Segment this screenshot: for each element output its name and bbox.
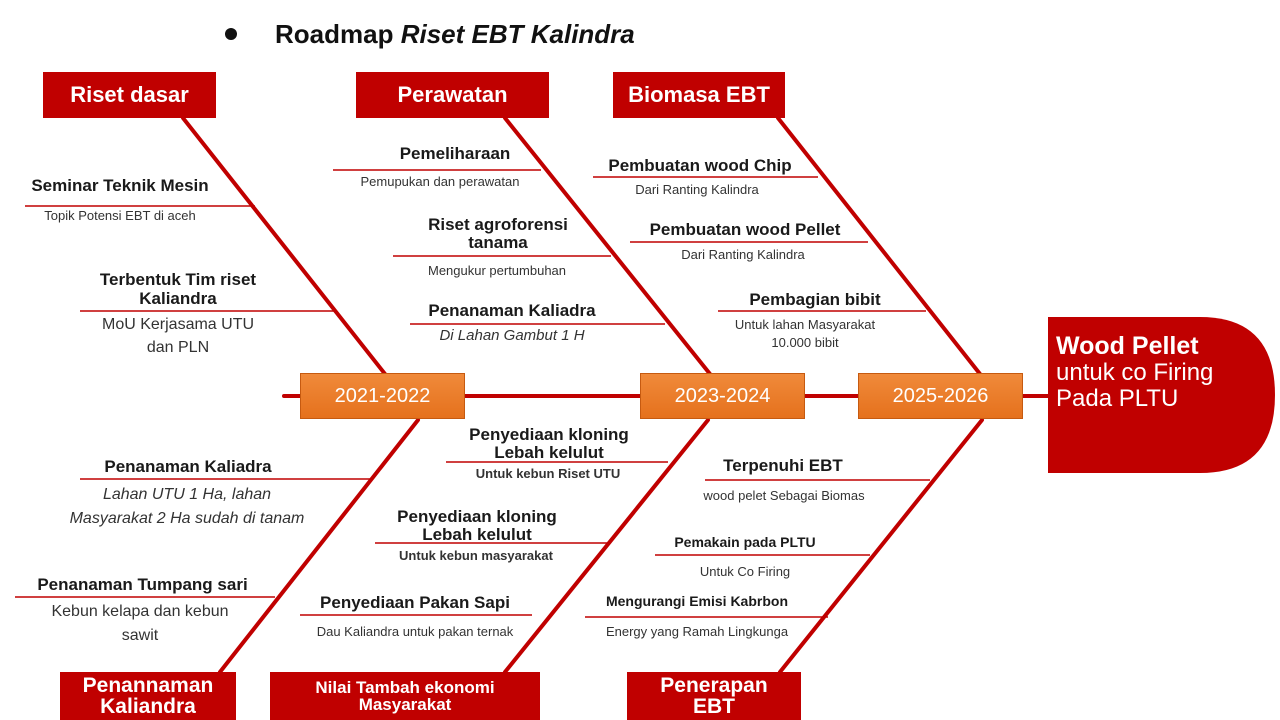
- cause-wood-pellet-sub: Dari Ranting Kalindra: [681, 247, 805, 262]
- cause-bibit-sub-2: 10.000 bibit: [771, 335, 839, 350]
- year-box-3: 2025-2026: [858, 373, 1023, 419]
- cause-agroforensi-heading-1: Riset agroforensi: [428, 215, 568, 234]
- bone-nilai: [503, 418, 710, 674]
- cause-terpenuhi-heading: Terpenuhi EBT: [723, 456, 843, 475]
- category-biomasa: Biomasa EBT: [613, 72, 785, 118]
- cause-agroforensi-heading-2: tanama: [468, 233, 528, 252]
- category-penanaman: Penannaman Kaliandra: [60, 672, 236, 720]
- category-perawatan-label: Perawatan: [397, 82, 508, 107]
- head-line-1: Wood Pellet: [1056, 332, 1199, 360]
- category-nilai-line2: Masyarakat: [358, 695, 452, 714]
- fish-head-shape: [1048, 317, 1275, 473]
- cause-wood-pellet-heading: Pembuatan wood Pellet: [649, 220, 841, 239]
- title-row: Roadmap Riset EBT Kalindra: [225, 16, 635, 52]
- bone-biomasa: [776, 116, 982, 376]
- bullet-icon: [225, 28, 237, 40]
- title-emphasis: Riset EBT Kalindra: [400, 18, 635, 49]
- year-box-2: 2023-2024: [640, 373, 805, 419]
- category-penerapan: Penerapan EBT: [627, 672, 801, 720]
- cause-kloning-riset-heading-1: Penyediaan kloning: [469, 425, 629, 444]
- cause-seminar-sub: Topik Potensi EBT di aceh: [44, 208, 196, 223]
- category-nilai-line1: Nilai Tambah ekonomi: [315, 678, 495, 697]
- bone-penanaman: [218, 418, 420, 674]
- cause-terpenuhi-sub: wood pelet Sebagai Biomas: [703, 488, 865, 503]
- cause-penanaman-utu-heading: Penanaman Kaliadra: [104, 457, 272, 476]
- fish-head-text: Wood Pellet untuk co Firing Pada PLTU: [1056, 333, 1271, 412]
- cause-penanaman-utu-sub-1: Lahan UTU 1 Ha, lahan: [102, 486, 272, 503]
- cause-pemeliharaan-heading: Pemeliharaan: [399, 144, 511, 163]
- cause-pakan-heading: Penyediaan Pakan Sapi: [320, 593, 510, 612]
- cause-tim-heading-2: Kaliandra: [139, 289, 217, 308]
- bone-riset-dasar: [181, 116, 387, 376]
- cause-tim-heading-1: Terbentuk Tim riset: [99, 270, 257, 289]
- cause-emisi-sub: Energy yang Ramah Lingkunga: [605, 624, 789, 639]
- head-line-2: untuk co Firing: [1056, 359, 1214, 386]
- cause-kloning-masy-sub: Untuk kebun masyarakat: [399, 548, 553, 563]
- cause-emisi-heading: Mengurangi Emisi Kabrbon: [605, 593, 788, 609]
- head-line-3: Pada PLTU: [1056, 384, 1179, 412]
- page-title: Roadmap Riset EBT Kalindra: [275, 19, 635, 50]
- category-riset-dasar-label: Riset dasar: [70, 82, 189, 107]
- title-prefix: Roadmap: [275, 18, 394, 49]
- cause-bibit-heading: Pembagian bibit: [749, 290, 881, 309]
- cause-tim-sub-1: MoU Kerjasama UTU: [101, 316, 255, 333]
- cause-kloning-riset-sub: Untuk kebun Riset UTU: [475, 466, 621, 481]
- cause-pltu-heading: Pemakain pada PLTU: [674, 534, 816, 550]
- category-penanaman-line1: Penannaman: [82, 674, 214, 697]
- category-penerapan-line1: Penerapan: [660, 674, 768, 697]
- cause-tumpang-sub-2: sawit: [121, 627, 159, 644]
- cause-penanaman-gambut-sub: Di Lahan Gambut 1 H: [439, 327, 585, 344]
- cause-pakan-sub: Dau Kaliandra untuk pakan ternak: [316, 624, 514, 639]
- year-box-1: 2021-2022: [300, 373, 465, 419]
- cause-kloning-masy-heading-1: Penyediaan kloning: [397, 507, 557, 526]
- cause-kloning-masy-heading-2: Lebah kelulut: [422, 525, 532, 544]
- category-penerapan-line2: EBT: [693, 695, 735, 718]
- cause-tumpang-heading: Penanaman Tumpang sari: [37, 575, 248, 594]
- bone-penerapan: [778, 418, 984, 674]
- category-nilai: Nilai Tambah ekonomi Masyarakat: [270, 672, 540, 720]
- category-biomasa-label: Biomasa EBT: [628, 82, 770, 107]
- cause-penanaman-gambut-heading: Penanaman Kaliadra: [428, 301, 596, 320]
- cause-tim-sub-2: dan PLN: [146, 339, 210, 356]
- cause-agroforensi-sub: Mengukur pertumbuhan: [427, 263, 567, 278]
- cause-wood-chip-heading: Pembuatan wood Chip: [608, 156, 792, 175]
- cause-pltu-sub: Untuk Co Firing: [699, 564, 791, 579]
- category-perawatan: Perawatan: [356, 72, 549, 118]
- cause-tumpang-sub-1: Kebun kelapa dan kebun: [51, 603, 229, 620]
- cause-seminar-heading: Seminar Teknik Mesin: [31, 176, 209, 195]
- cause-pemeliharaan-sub: Pemupukan dan perawatan: [360, 174, 520, 189]
- bone-perawatan: [503, 116, 712, 376]
- cause-kloning-riset-heading-2: Lebah kelulut: [494, 443, 604, 462]
- category-riset-dasar: Riset dasar: [43, 72, 216, 118]
- cause-penanaman-utu-sub-2: Masyarakat 2 Ha sudah di tanam: [69, 510, 305, 527]
- cause-bibit-sub-1: Untuk lahan Masyarakat: [734, 317, 876, 332]
- category-penanaman-line2: Kaliandra: [100, 695, 196, 718]
- cause-wood-chip-sub: Dari Ranting Kalindra: [635, 182, 759, 197]
